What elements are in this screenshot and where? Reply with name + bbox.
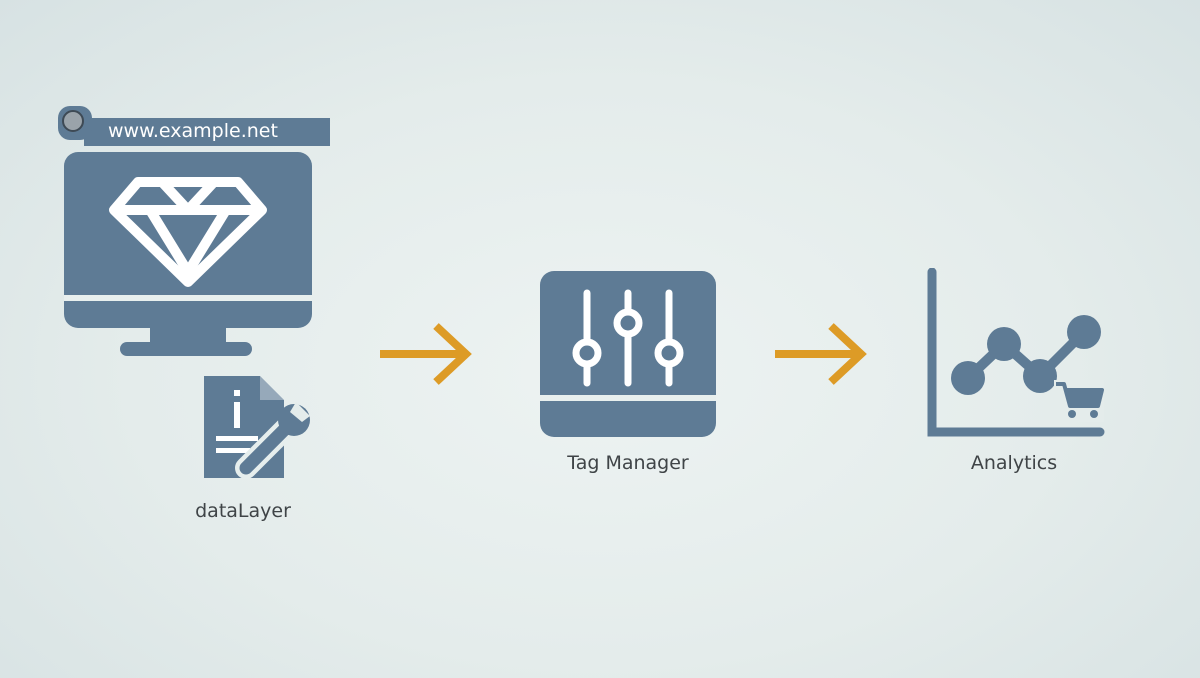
line-chart-cart-icon	[922, 268, 1108, 440]
node-label-analytics: Analytics	[970, 452, 1058, 474]
node-label-datalayer: dataLayer	[195, 500, 291, 522]
node-label-tag-manager: Tag Manager	[567, 452, 689, 474]
browser-dot-icon	[62, 110, 84, 132]
website-url: www.example.net	[108, 120, 278, 142]
cart-icon	[1054, 380, 1104, 422]
sliders-icon	[540, 271, 716, 437]
document-wrench-icon	[198, 372, 316, 484]
diamond-icon	[109, 177, 267, 287]
arrow-right-icon	[773, 322, 869, 386]
arrow-right-icon	[378, 322, 474, 386]
browser-url-bar	[56, 104, 336, 150]
monitor-icon	[62, 152, 314, 362]
